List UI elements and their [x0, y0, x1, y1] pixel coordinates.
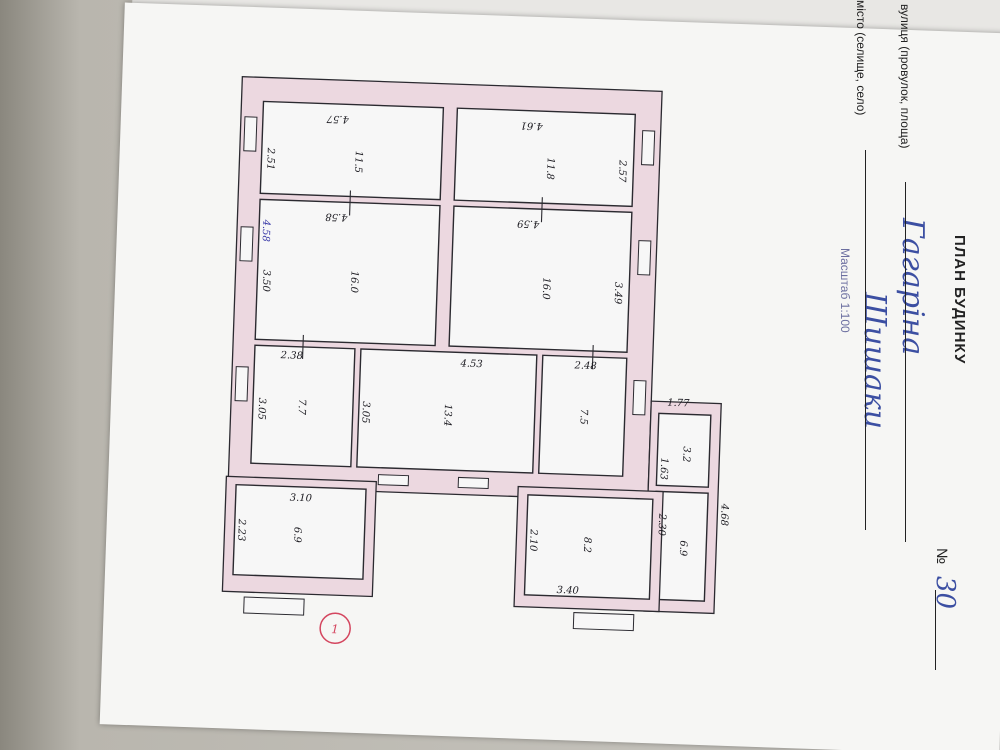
room-label-r3: 16.0	[348, 270, 360, 293]
room-porch	[232, 483, 367, 580]
dim-wall-h4: 3.49	[612, 282, 624, 305]
dim-wall-h3: 3.50	[260, 269, 272, 292]
room-label-r2: 11.8	[544, 157, 556, 180]
dim-top-right: 4.61	[520, 119, 544, 131]
red-circle-mark	[319, 612, 351, 644]
porch-steps	[243, 596, 305, 616]
room-label-r4: 16.0	[540, 277, 552, 300]
dim-wall-h6: 3.05	[359, 401, 371, 424]
scale-label: Масштаб 1:100	[838, 248, 852, 333]
dim-wall-h1: 2.51	[264, 146, 276, 170]
dim-porch-h: 2.23	[235, 518, 247, 542]
room-label-r7: 7.5	[577, 409, 589, 425]
tick-3	[301, 334, 304, 359]
room-label-r6: 13.4	[441, 404, 453, 427]
room-label-r1: 11.5	[352, 151, 364, 174]
city-underline	[865, 150, 866, 530]
window-7	[377, 474, 410, 487]
room-kitchen	[523, 494, 654, 600]
tick-4	[591, 345, 594, 370]
room-mid-right	[448, 205, 633, 353]
room-label-r9: 8.2	[581, 537, 593, 553]
dim-mid-right: 4.59	[516, 217, 540, 229]
room-label-r11: 3.2	[680, 446, 692, 462]
dim-left-small: 2.38	[279, 350, 303, 362]
tick-2	[540, 197, 543, 223]
tick-1	[349, 190, 351, 216]
room-bottom-hall	[356, 348, 538, 474]
pencil-note: 4.58	[260, 218, 272, 242]
room-label-r5: 7.7	[296, 399, 308, 416]
city-value: Шишаки	[857, 292, 892, 430]
room-label-r10: 6.9	[677, 540, 689, 557]
room-bottom-a	[250, 344, 356, 468]
dim-wall-h2: 2.57	[616, 159, 628, 183]
room-label-r8: 6.9	[291, 527, 303, 544]
dim-kitchen-h: 2.10	[527, 528, 539, 552]
dim-side: 1.63	[658, 457, 670, 480]
room-top-left	[259, 100, 445, 201]
room-top-right	[453, 107, 637, 208]
window-3	[234, 366, 249, 402]
dim-mid-left: 4.58	[325, 211, 349, 223]
dim-kitchen-w: 3.40	[556, 585, 579, 597]
dim-wall-h5: 3.05	[255, 397, 267, 420]
dim-porch-w: 3.10	[289, 493, 312, 505]
number-underline	[935, 590, 936, 670]
street-underline	[905, 182, 906, 542]
dim-right-small: 2.48	[573, 360, 597, 372]
kitchen-steps	[572, 612, 635, 632]
window-1	[243, 116, 258, 152]
red-mark-number: 1	[331, 622, 339, 636]
dim-top-left: 4.57	[326, 113, 350, 125]
window-5	[637, 240, 652, 276]
window-4	[641, 130, 656, 166]
street-value: Гагаріна	[895, 218, 930, 356]
number-label: №	[933, 548, 950, 565]
room-small-annex	[655, 412, 712, 488]
window-8	[457, 476, 490, 490]
dim-right-ext: 1.77	[667, 398, 690, 410]
floor-plan: 4.57 4.61 4.58 4.59 4.53 2.38 2.48 2.51 …	[221, 75, 730, 644]
dim-bath-h: 2.30	[656, 512, 668, 536]
city-label: місто (селище, село)	[854, 0, 868, 116]
dim-ext-h: 4.68	[718, 503, 730, 527]
window-6	[632, 379, 647, 416]
plan-title: ПЛАН БУДИНКУ	[951, 235, 968, 365]
street-label: вулиця (провулок, площа)	[898, 4, 912, 149]
plan-sheet: 4.57 4.61 4.58 4.59 4.53 2.38 2.48 2.51 …	[99, 2, 1000, 750]
room-bottom-c	[537, 354, 628, 477]
window-2	[239, 226, 254, 262]
dim-hall: 4.53	[459, 358, 483, 370]
